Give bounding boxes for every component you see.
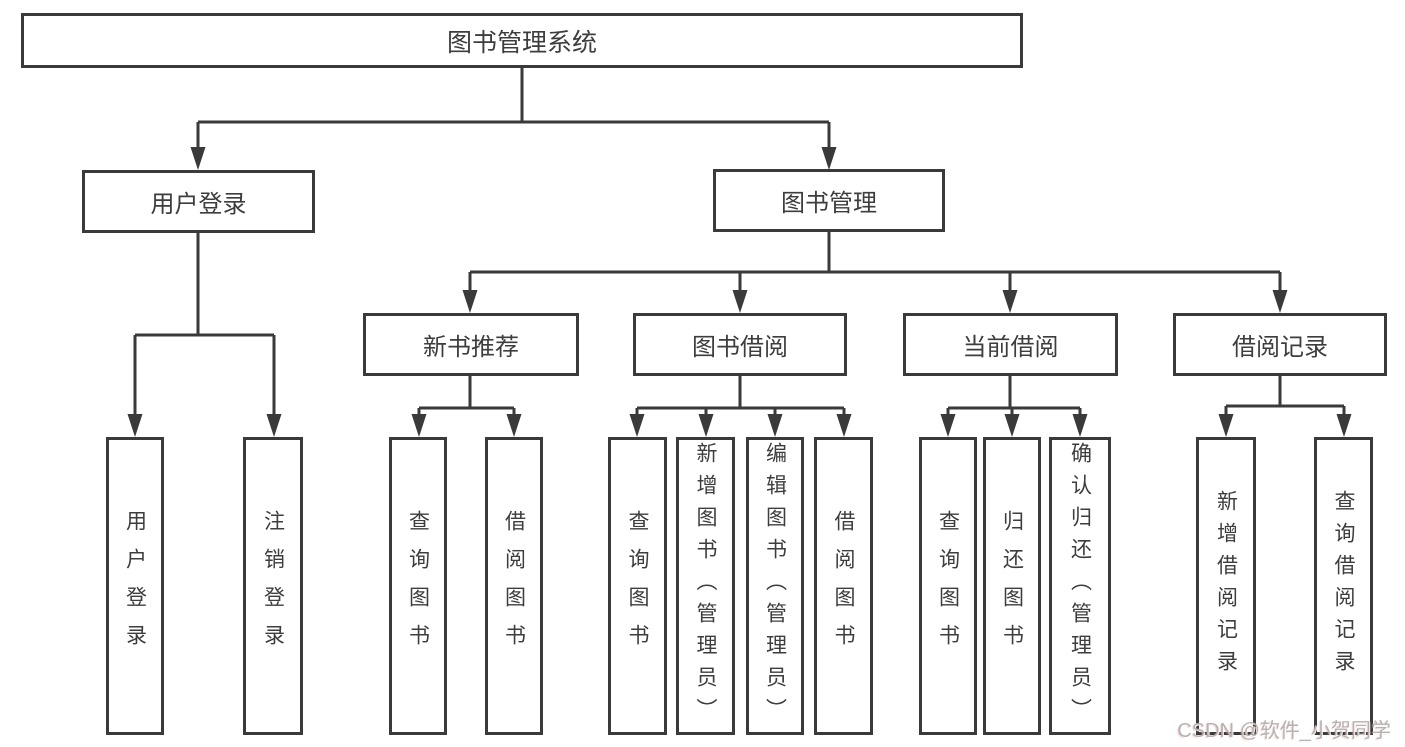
csdn-watermark: CSDN @软件_小贺同学 (1177, 720, 1391, 742)
leaf-user-login: 用户登录 (106, 437, 164, 735)
leaf-user-login-label: 用户登录 (123, 510, 147, 662)
leaf-confirm-return-admin-label: 确认归还（管理员） (1068, 442, 1092, 730)
leaf-query-books-borrowing: 查询图书 (608, 437, 667, 735)
leaf-add-book-admin: 新增图书（管理员） (676, 437, 735, 735)
leaf-query-books-recommend: 查询图书 (389, 437, 447, 735)
leaf-logout-login: 注销登录 (243, 437, 303, 735)
leaf-borrow-books: 借阅图书 (814, 437, 873, 735)
leaf-query-books-current-label: 查询图书 (936, 510, 960, 662)
node-new-book-recommend: 新书推荐 (363, 313, 579, 376)
node-current-borrowing: 当前借阅 (903, 313, 1118, 376)
leaf-add-borrow-record-label: 新增借阅记录 (1214, 490, 1238, 682)
node-user-login: 用户登录 (82, 170, 315, 233)
leaf-edit-book-admin-label: 编辑图书（管理员） (763, 442, 787, 730)
leaf-return-books: 归还图书 (983, 437, 1041, 735)
leaf-borrow-books-label: 借阅图书 (832, 510, 855, 662)
leaf-query-borrow-record: 查询借阅记录 (1314, 437, 1373, 735)
leaf-query-books-recommend-label: 查询图书 (406, 510, 430, 662)
leaf-borrow-books-recommend: 借阅图书 (485, 437, 543, 735)
leaf-add-book-admin-label: 新增图书（管理员） (694, 442, 717, 730)
leaf-borrow-books-recommend-label: 借阅图书 (502, 510, 526, 662)
leaf-return-books-label: 归还图书 (1000, 510, 1024, 662)
leaf-confirm-return-admin: 确认归还（管理员） (1049, 437, 1111, 735)
leaf-edit-book-admin: 编辑图书（管理员） (746, 437, 804, 735)
node-book-borrowing: 图书借阅 (633, 313, 847, 376)
node-borrowing-records: 借阅记录 (1173, 313, 1387, 376)
leaf-query-books-borrowing-label: 查询图书 (626, 510, 649, 662)
leaf-query-borrow-record-label: 查询借阅记录 (1332, 490, 1355, 682)
leaf-logout-login-label: 注销登录 (261, 510, 285, 662)
node-root: 图书管理系统 (21, 13, 1023, 68)
leaf-query-books-current: 查询图书 (919, 437, 977, 735)
leaf-add-borrow-record: 新增借阅记录 (1196, 437, 1256, 735)
node-book-management: 图书管理 (713, 169, 945, 232)
